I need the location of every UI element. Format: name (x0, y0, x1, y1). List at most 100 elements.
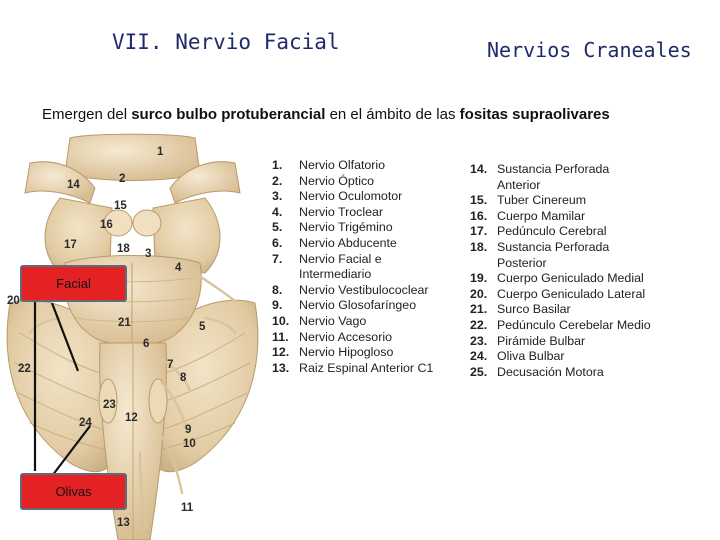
intro-part-2: en el ámbito de las (325, 106, 460, 123)
fig-label-3: 3 (145, 248, 151, 260)
legend-item: 8.Nervio Vestibulococlear (272, 283, 433, 299)
legend-number: 21. (470, 302, 488, 317)
legend-structures: 14. Sustancia Perforada Anterior 15.Tuber… (470, 162, 651, 380)
legend-number: 22. (470, 317, 488, 332)
legend-number: 25. (470, 364, 488, 379)
slide-title: VII. Nervio Facial (112, 30, 340, 54)
legend-number: 24. (470, 349, 488, 364)
legend-item: 7. Nervio Facial e (272, 252, 433, 268)
legend-item: 11. Nervio Accesorio (272, 330, 433, 346)
legend-text: Nervio Oculomotor (299, 189, 403, 204)
fig-label-14: 14 (67, 179, 80, 191)
legend-text: Nervio Vago (299, 313, 367, 328)
legend-item: 1. Nervio Olfatorio (272, 158, 433, 174)
legend-text: Oliva Bulbar (497, 349, 565, 364)
legend-item: 16. Cuerpo Mamilar (470, 209, 651, 225)
legend-number: 11. (272, 329, 289, 344)
legend-text: Nervio Facial e (299, 251, 382, 266)
fig-label-18: 18 (117, 243, 130, 255)
legend-item: Anterior (470, 178, 651, 194)
legend-text: Nervio Hipogloso (299, 345, 394, 360)
legend-text: Posterior (497, 255, 547, 270)
fig-label-9: 9 (185, 424, 191, 436)
fig-label-16: 16 (100, 219, 113, 231)
legend-text: Nervio Accesorio (299, 329, 392, 344)
legend-number: 5. (272, 220, 283, 235)
legend-item: Intermediario (272, 267, 433, 283)
legend-text: Cuerpo Mamilar (497, 208, 586, 223)
legend-item: 23. Pirámide Bulbar (470, 334, 651, 350)
legend-text: Sustancia Perforada (497, 239, 610, 254)
legend-text: Anterior (497, 177, 541, 192)
legend-item: 10.Nervio Vago (272, 314, 433, 330)
legend-text: Sustancia Perforada (497, 162, 610, 176)
legend-text: Nervio Abducente (299, 235, 397, 250)
legend-number: 14. (470, 162, 488, 176)
fig-label-20: 20 (7, 295, 20, 307)
fig-label-2: 2 (119, 173, 125, 185)
slide-subtitle: Nervios Craneales (487, 38, 692, 62)
intro-bold-fossae: fositas supraolivares (459, 106, 610, 123)
legend-cranial-nerves: 1. Nervio Olfatorio 2. Nervio Óptico 3.Ner… (272, 158, 433, 376)
brainstem-illustration: 1 2 3 4 5 6 7 8 9 10 11 12 13 14 15 16 1… (0, 133, 265, 540)
legend-text: Cuerpo Geniculado Medial (497, 271, 644, 286)
legend-item: Posterior (470, 256, 651, 272)
fig-label-7: 7 (167, 359, 173, 371)
legend-number: 1. (272, 158, 283, 172)
legend-text: Nervio Troclear (299, 204, 384, 219)
legend-item: 20. Cuerpo Geniculado Lateral (470, 287, 651, 303)
fig-label-12: 12 (125, 412, 138, 424)
fig-label-5: 5 (199, 321, 206, 333)
legend-number: 18. (470, 239, 488, 254)
legend-number: 4. (272, 204, 283, 219)
legend-number: 16. (470, 208, 488, 223)
legend-text: Raiz Espinal Anterior C1 (299, 360, 434, 375)
legend-item: 9.Nervio Glosofaríngeo (272, 298, 433, 314)
fig-label-8: 8 (180, 372, 187, 384)
legend-number: 20. (470, 286, 488, 301)
legend-item: 4. Nervio Troclear (272, 205, 433, 221)
legend-item: 18. Sustancia Perforada (470, 240, 651, 256)
fig-label-1: 1 (157, 146, 164, 158)
legend-item: 3.Nervio Oculomotor (272, 189, 433, 205)
fig-label-13: 13 (117, 517, 130, 529)
legend-text: Nervio Olfatorio (299, 158, 386, 172)
legend-text: Pedúnculo Cerebelar Medio (497, 317, 651, 332)
legend-number: 7. (272, 251, 283, 266)
legend-item: 13. Raiz Espinal Anterior C1 (272, 361, 433, 377)
legend-number: 13. (272, 360, 290, 375)
olivas-callout: Olivas (20, 473, 127, 510)
legend-text: Intermediario (299, 267, 372, 282)
fig-label-17: 17 (64, 239, 77, 251)
legend-text: Decusación Motora (497, 364, 604, 379)
fig-label-10: 10 (183, 438, 196, 450)
legend-number (470, 256, 497, 272)
legend-number: 19. (470, 271, 488, 286)
legend-item: 5.Nervio Trigémino (272, 220, 433, 236)
fig-label-6: 6 (143, 338, 149, 350)
legend-number: 23. (470, 333, 488, 348)
intro-part-1: Emergen del (42, 106, 132, 123)
legend-text: Cuerpo Geniculado Lateral (497, 286, 646, 301)
fig-label-23: 23 (103, 399, 116, 411)
legend-text: Nervio Óptico (299, 173, 375, 188)
legend-text: Nervio Vestibulococlear (299, 282, 429, 297)
legend-item: 21.Surco Basilar (470, 302, 651, 318)
legend-item: 15.Tuber Cinereum (470, 193, 651, 209)
legend-item: 2. Nervio Óptico (272, 174, 433, 190)
legend-number: 2. (272, 173, 283, 188)
legend-text: Tuber Cinereum (497, 193, 587, 208)
legend-number: 12. (272, 345, 290, 360)
legend-number: 9. (272, 298, 283, 313)
legend-item: 6.Nervio Abducente (272, 236, 433, 252)
legend-text: Pirámide Bulbar (497, 333, 586, 348)
legend-item: 25. Decusación Motora (470, 365, 651, 381)
fig-label-15: 15 (114, 200, 127, 212)
legend-item: 19. Cuerpo Geniculado Medial (470, 271, 651, 287)
legend-item: 17.Pedúnculo Cerebral (470, 224, 651, 240)
intro-bold-sulcus: surco bulbo protuberancial (131, 106, 326, 123)
legend-text: Pedúnculo Cerebral (497, 224, 607, 239)
fig-label-21: 21 (118, 317, 131, 329)
legend-number (470, 178, 497, 194)
intro-text: Emergen del surco bulbo protuberancial e… (42, 106, 610, 123)
